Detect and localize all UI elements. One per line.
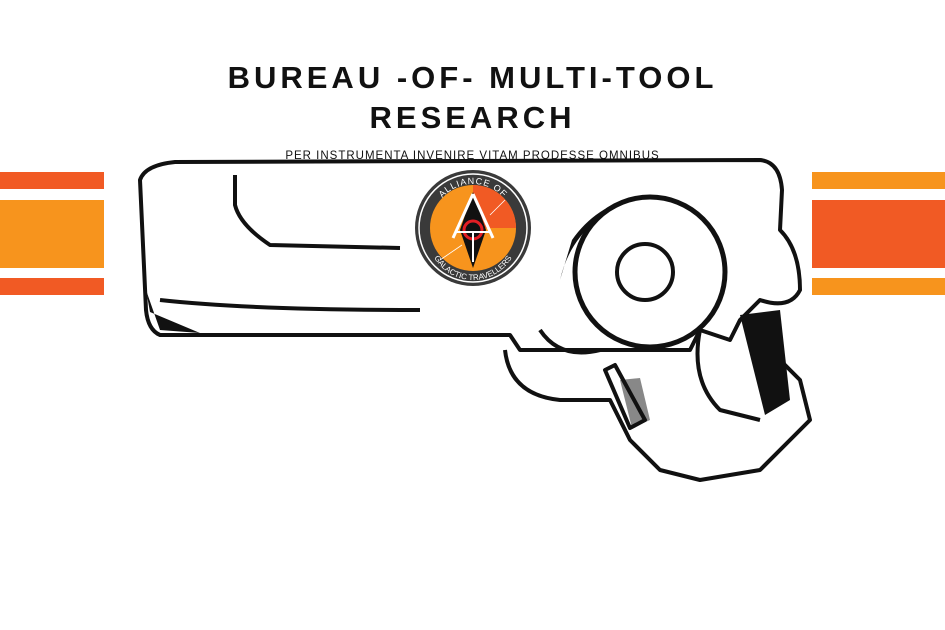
right-stripe-bottom bbox=[812, 278, 945, 295]
right-stripe-middle bbox=[812, 200, 945, 268]
left-stripe-top bbox=[0, 172, 104, 189]
title-line-2: RESEARCH bbox=[369, 100, 576, 135]
left-stripe-bottom bbox=[0, 278, 104, 295]
title-line-1: BUREAU -OF- MULTI-TOOL bbox=[227, 60, 718, 95]
left-stripe-middle bbox=[0, 200, 104, 268]
motto: PER INSTRUMENTA INVENIRE VITAM PRODESSE … bbox=[285, 150, 660, 162]
right-stripe-top bbox=[812, 172, 945, 189]
